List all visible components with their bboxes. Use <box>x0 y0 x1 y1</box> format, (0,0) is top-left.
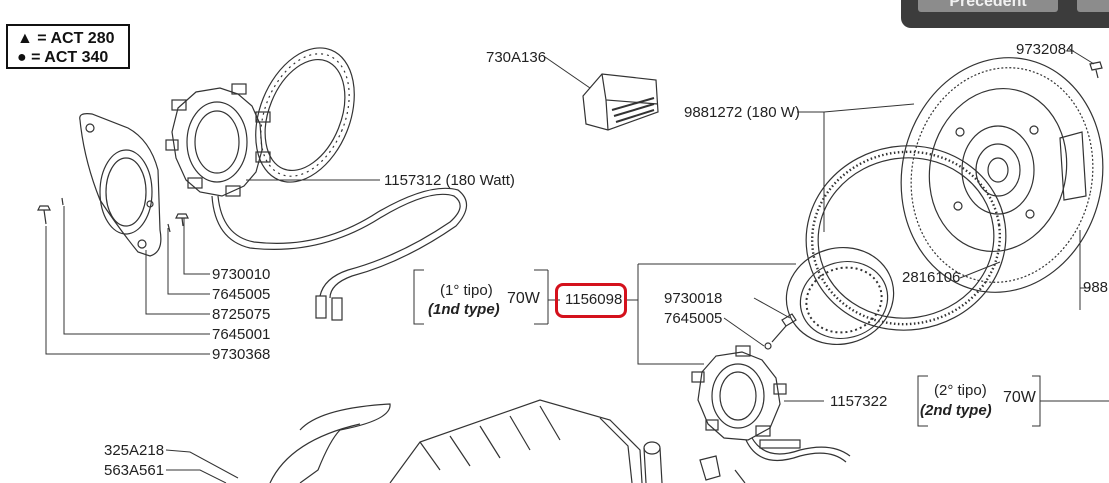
legend-act340: ● = ACT 340 <box>17 49 109 66</box>
label-325A218[interactable]: 325A218 <box>104 442 165 459</box>
label-9881272[interactable]: 9881272 (180 W) <box>684 104 800 121</box>
label-7645001[interactable]: 7645001 <box>212 326 271 343</box>
label-9730010[interactable]: 9730010 <box>212 266 271 283</box>
type2-watt: 70W <box>1003 389 1036 406</box>
flywheel-9881272 <box>900 57 1104 293</box>
label-9730018[interactable]: 9730018 <box>664 290 723 307</box>
label-7645005-a[interactable]: 7645005 <box>212 286 271 303</box>
label-1157312[interactable]: 1157312 (180 Watt) <box>384 172 515 189</box>
stator-1157312 <box>165 83 271 197</box>
previous-button[interactable]: Precedent <box>918 0 1058 12</box>
stator-cable <box>211 187 468 321</box>
engine-block <box>269 399 746 483</box>
stator-1157322 <box>691 345 851 463</box>
bolt-9730018 <box>764 313 797 350</box>
type2-type: (2nd type) <box>920 402 992 419</box>
nav-bar: Precedent <box>901 0 1109 28</box>
label-988[interactable]: 988 <box>1083 279 1109 296</box>
type1-type: (1nd type) <box>428 301 500 318</box>
highlight-box <box>555 283 627 318</box>
legend-box: ▲ = ACT 280 ● = ACT 340 <box>6 24 130 69</box>
ring-gear-2816106 <box>805 145 1007 331</box>
label-563A561[interactable]: 563A561 <box>104 462 165 479</box>
label-2816106[interactable]: 2816106 <box>902 269 961 286</box>
gasket-plate <box>79 113 162 257</box>
label-730A136[interactable]: 730A136 <box>486 49 547 66</box>
hub-ring <box>785 246 895 346</box>
screw-9732084 <box>1089 61 1103 79</box>
label-1157322[interactable]: 1157322 <box>830 393 888 410</box>
rectifier-730A136 <box>582 73 659 131</box>
rotor-ring <box>255 47 355 183</box>
type1-watt: 70W <box>507 290 540 307</box>
legend-act280: ▲ = ACT 280 <box>17 30 115 47</box>
label-1156098[interactable]: 1156098 <box>565 291 623 308</box>
brackets <box>413 269 1041 427</box>
type1-tipo: (1° tipo) <box>440 282 493 299</box>
label-7645005-b[interactable]: 7645005 <box>664 310 723 327</box>
type2-tipo: (2° tipo) <box>934 382 987 399</box>
label-8725075[interactable]: 8725075 <box>212 306 271 323</box>
leader-lines <box>45 47 1109 483</box>
label-9732084[interactable]: 9732084 <box>1016 41 1075 58</box>
screws-left <box>37 197 189 233</box>
next-button[interactable] <box>1077 0 1109 12</box>
label-9730368[interactable]: 9730368 <box>212 346 271 363</box>
